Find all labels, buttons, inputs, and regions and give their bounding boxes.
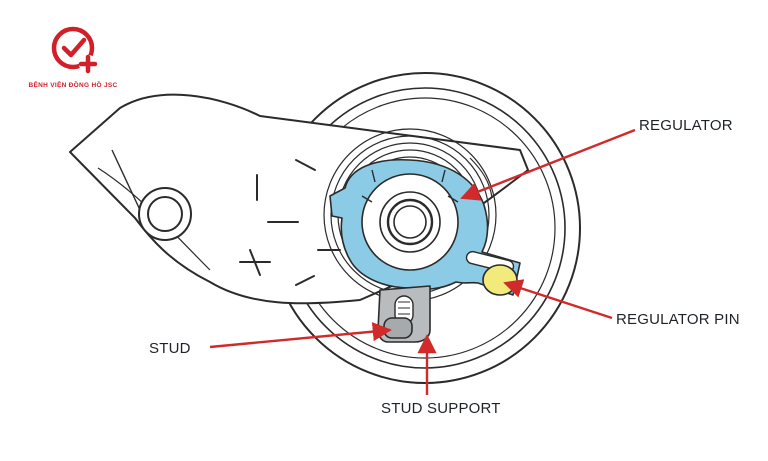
callout-arrows bbox=[209, 128, 636, 395]
regulator-pin bbox=[482, 264, 518, 296]
arrow-stud bbox=[209, 322, 392, 349]
label-stud-support: STUD SUPPORT bbox=[381, 400, 501, 417]
balance-staff bbox=[379, 191, 441, 253]
brand-name: BỆNH VIỆN ĐỒNG HỒ JSC bbox=[28, 82, 118, 89]
arrow-regulator bbox=[460, 128, 636, 201]
clock-check-plus-icon bbox=[51, 26, 98, 74]
label-stud: STUD bbox=[149, 340, 191, 357]
brand-logo: BỆNH VIỆN ĐỒNG HỒ JSC bbox=[18, 22, 138, 96]
regulator-scale bbox=[239, 159, 341, 286]
label-regulator-pin: REGULATOR PIN bbox=[616, 311, 740, 328]
arrow-regulator-pin bbox=[503, 279, 613, 320]
cock-screw bbox=[138, 187, 192, 241]
stud bbox=[383, 317, 413, 339]
plus-mark bbox=[239, 249, 271, 276]
label-regulator: REGULATOR bbox=[639, 117, 733, 134]
